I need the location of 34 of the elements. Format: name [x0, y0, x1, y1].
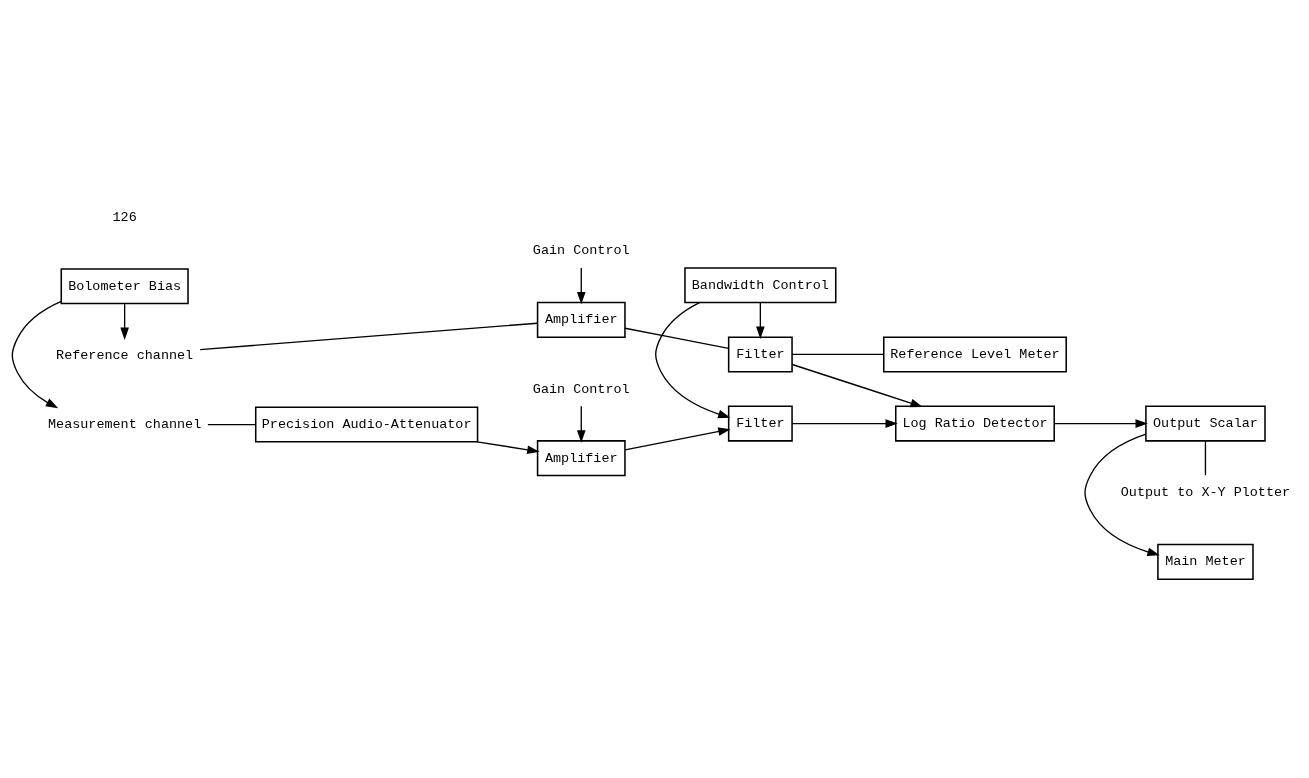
connector — [1204, 439, 1207, 476]
node-box: Filter — [727, 405, 793, 442]
connector — [791, 353, 885, 355]
node-box: Amplifier — [536, 301, 626, 338]
node-box: Bandwidth Control — [684, 266, 837, 303]
node-text: Gain Control — [532, 381, 630, 397]
node-box: Reference Level Meter — [883, 335, 1067, 372]
node-box: Log Ratio Detector — [895, 405, 1055, 442]
label: 126 — [112, 209, 137, 225]
connector — [199, 322, 539, 350]
arrow — [624, 426, 731, 450]
node-box: Output Scalar — [1145, 405, 1266, 442]
arrow — [1084, 433, 1160, 556]
arrow — [120, 302, 129, 340]
arrow — [756, 301, 765, 339]
arrow — [576, 405, 586, 443]
node-box: Bolometer Bias — [60, 267, 189, 304]
arrow — [791, 363, 923, 407]
arrow — [1053, 418, 1148, 428]
node-text: Gain Control — [532, 242, 630, 258]
node-box: Main Meter — [1157, 543, 1254, 580]
node-box: Filter — [727, 335, 793, 372]
arrow — [791, 418, 898, 428]
node-text: Output to X-Y Plotter — [1120, 484, 1291, 500]
arrow — [476, 440, 540, 454]
node-text: Measurement channel — [48, 416, 202, 432]
connector — [207, 423, 257, 425]
node-box: Precision Audio-Attenuator — [254, 406, 479, 443]
node-text: Reference channel — [56, 347, 194, 363]
node-box: Amplifier — [536, 439, 626, 476]
arrow — [11, 300, 62, 408]
arrow — [576, 266, 586, 304]
connector — [624, 327, 730, 349]
arrow — [655, 301, 731, 418]
